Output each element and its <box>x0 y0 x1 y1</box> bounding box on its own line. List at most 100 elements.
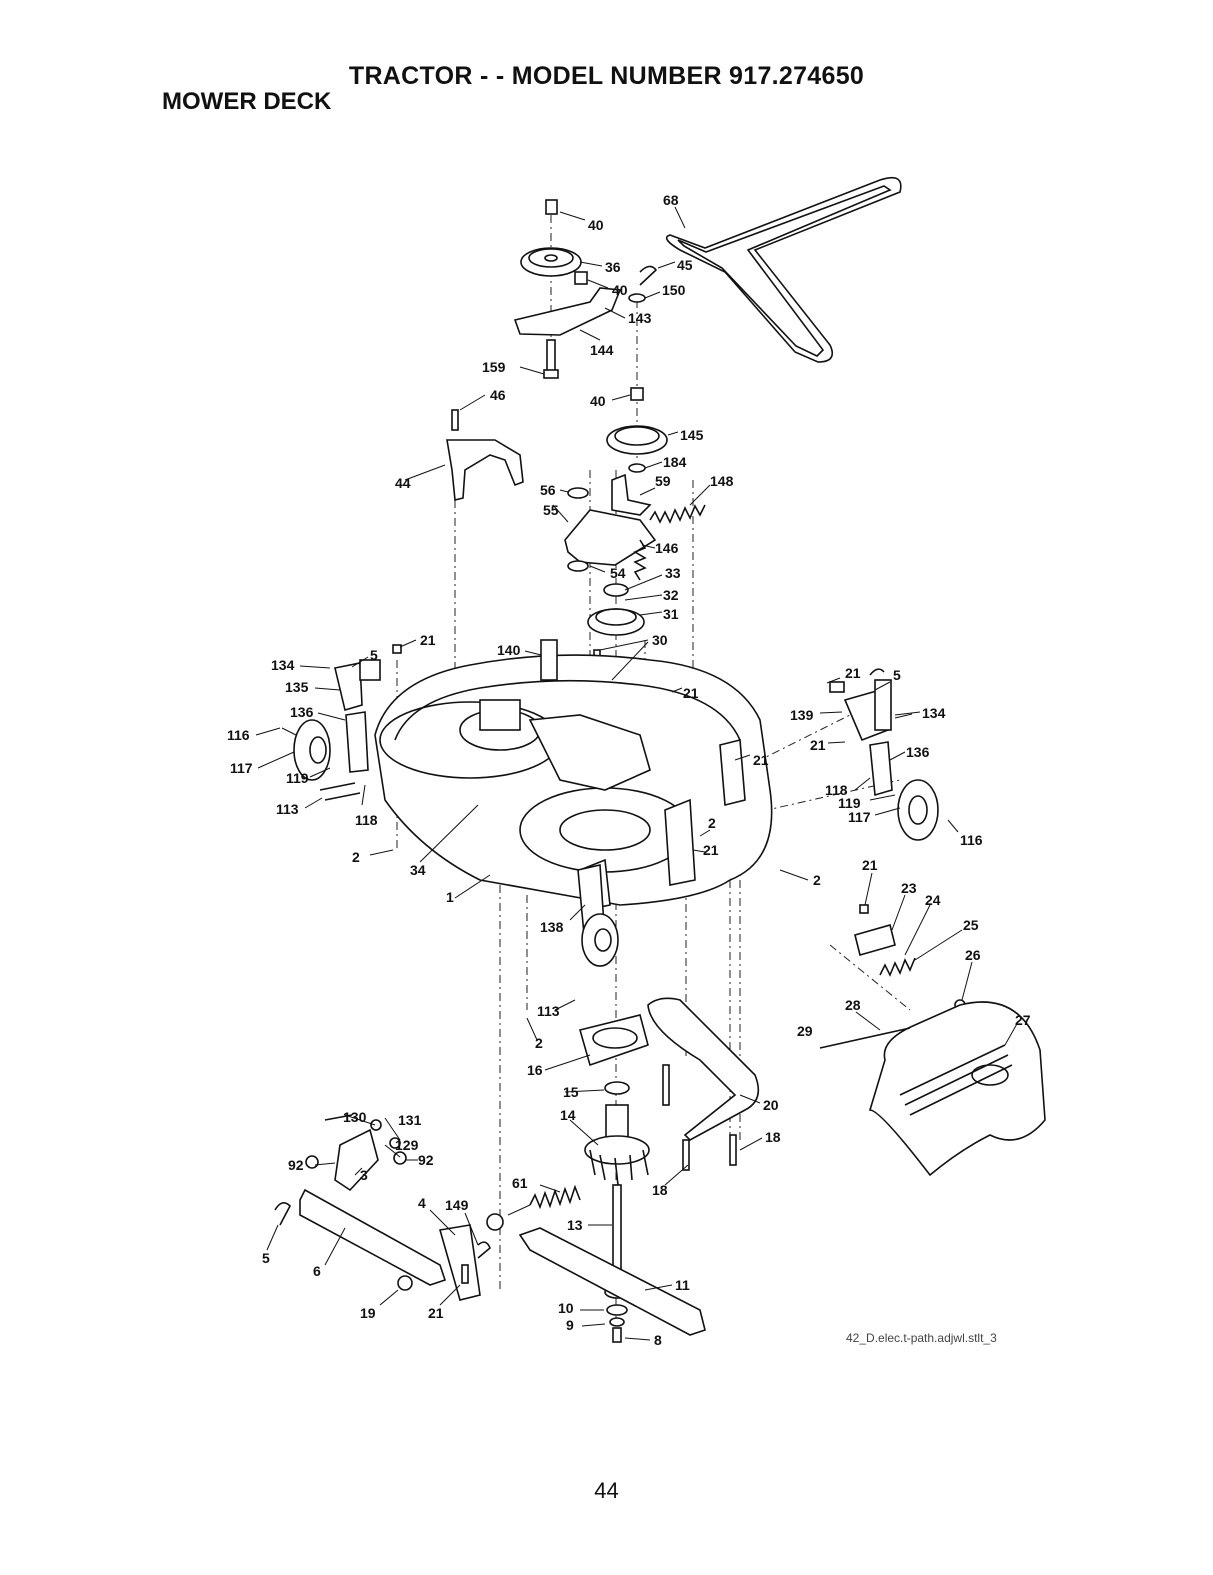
top-idler-assembly <box>513 199 622 379</box>
belt-cover-44 <box>446 409 524 502</box>
callout-11: 11 <box>675 1277 690 1293</box>
callout-33: 33 <box>665 565 681 581</box>
callout-149: 149 <box>445 1197 469 1213</box>
callout-46: 46 <box>490 387 506 403</box>
lift-linkage <box>274 1114 491 1301</box>
callout-139: 139 <box>790 707 814 723</box>
discharge-chute-27 <box>819 1001 1046 1177</box>
callout-2: 2 <box>535 1035 543 1051</box>
callout-146: 146 <box>655 540 679 556</box>
callout-40: 40 <box>590 393 606 409</box>
callout-21: 21 <box>753 752 769 768</box>
callout-28: 28 <box>845 997 861 1013</box>
callout-144: 144 <box>590 342 614 358</box>
mower-blade-11 <box>518 1227 706 1343</box>
leader-lines <box>255 206 1019 1341</box>
callout-1: 1 <box>446 889 454 905</box>
callout-148: 148 <box>710 473 734 489</box>
callout-9: 9 <box>566 1317 574 1333</box>
callout-5: 5 <box>262 1250 270 1266</box>
callout-21: 21 <box>703 842 719 858</box>
callout-116: 116 <box>227 727 250 743</box>
callout-59: 59 <box>655 473 671 489</box>
callout-118: 118 <box>355 812 378 828</box>
idler-arm-assembly <box>564 487 657 581</box>
callout-18: 18 <box>652 1182 668 1198</box>
callout-134: 134 <box>271 657 295 673</box>
callout-145: 145 <box>680 427 704 443</box>
callout-16: 16 <box>527 1062 543 1078</box>
callout-55: 55 <box>543 502 559 518</box>
callout-3: 3 <box>360 1167 368 1183</box>
callout-4: 4 <box>418 1195 426 1211</box>
callout-23: 23 <box>901 880 917 896</box>
callout-21: 21 <box>420 632 436 648</box>
callout-5: 5 <box>893 667 901 683</box>
page-number: 44 <box>594 1478 619 1503</box>
spring-61 <box>486 1184 581 1231</box>
callout-2: 2 <box>813 872 821 888</box>
callout-117: 117 <box>848 809 871 825</box>
callout-labels: 40 68 36 40 143 144 45 159 150 46 40 145… <box>227 192 1031 1348</box>
callout-135: 135 <box>285 679 309 695</box>
callout-56: 56 <box>540 482 556 498</box>
callout-92: 92 <box>418 1152 434 1168</box>
callout-136: 136 <box>290 704 314 720</box>
front-gauge-wheel <box>577 864 619 967</box>
callout-129: 129 <box>395 1137 419 1153</box>
callout-44: 44 <box>395 475 411 491</box>
callout-8: 8 <box>654 1332 662 1348</box>
callout-18: 18 <box>765 1129 781 1145</box>
callout-54: 54 <box>610 565 626 581</box>
callout-27: 27 <box>1015 1012 1031 1028</box>
callout-40: 40 <box>588 217 604 233</box>
callout-61: 61 <box>512 1175 528 1191</box>
callout-21: 21 <box>862 857 878 873</box>
callout-92: 92 <box>288 1157 304 1173</box>
callout-119: 119 <box>838 795 861 811</box>
right-gauge-wheel <box>829 668 939 841</box>
callout-10: 10 <box>558 1300 574 1316</box>
callout-159: 159 <box>482 359 506 375</box>
callout-136: 136 <box>906 744 930 760</box>
callout-143: 143 <box>628 310 652 326</box>
callout-131: 131 <box>398 1112 422 1128</box>
callout-118: 118 <box>825 782 848 798</box>
spring-148 <box>649 504 706 524</box>
callout-116: 116 <box>960 832 983 848</box>
drawing-reference: 42_D.elec.t-path.adjwl.stlt_3 <box>846 1331 997 1345</box>
baffle-20 <box>647 997 760 1171</box>
callout-138: 138 <box>540 919 564 935</box>
callout-25: 25 <box>963 917 979 933</box>
callout-20: 20 <box>763 1097 779 1113</box>
callout-19: 19 <box>360 1305 376 1321</box>
deck-shell-1 <box>374 654 773 911</box>
belt-68 <box>665 176 902 363</box>
callout-21: 21 <box>428 1305 444 1321</box>
callout-140: 140 <box>497 642 521 658</box>
callout-21: 21 <box>683 685 699 701</box>
callout-15: 15 <box>563 1084 579 1100</box>
callout-30: 30 <box>652 632 668 648</box>
page-title: TRACTOR - - MODEL NUMBER 917.274650 <box>348 62 865 90</box>
callout-113: 113 <box>276 801 299 817</box>
callout-40: 40 <box>612 282 628 298</box>
callout-184: 184 <box>663 454 687 470</box>
callout-21: 21 <box>810 737 826 753</box>
callout-34: 34 <box>410 862 426 878</box>
callout-13: 13 <box>567 1217 583 1233</box>
callout-14: 14 <box>560 1107 576 1123</box>
callout-21: 21 <box>845 665 861 681</box>
callout-2: 2 <box>708 815 716 831</box>
callout-32: 32 <box>663 587 679 603</box>
callout-36: 36 <box>605 259 621 275</box>
callout-24: 24 <box>925 892 941 908</box>
callout-68: 68 <box>663 192 679 208</box>
callout-113: 113 <box>537 1003 560 1019</box>
callout-117: 117 <box>230 760 253 776</box>
callout-2: 2 <box>352 849 360 865</box>
callout-6: 6 <box>313 1263 321 1279</box>
callout-5: 5 <box>370 647 378 663</box>
callout-150: 150 <box>662 282 686 298</box>
